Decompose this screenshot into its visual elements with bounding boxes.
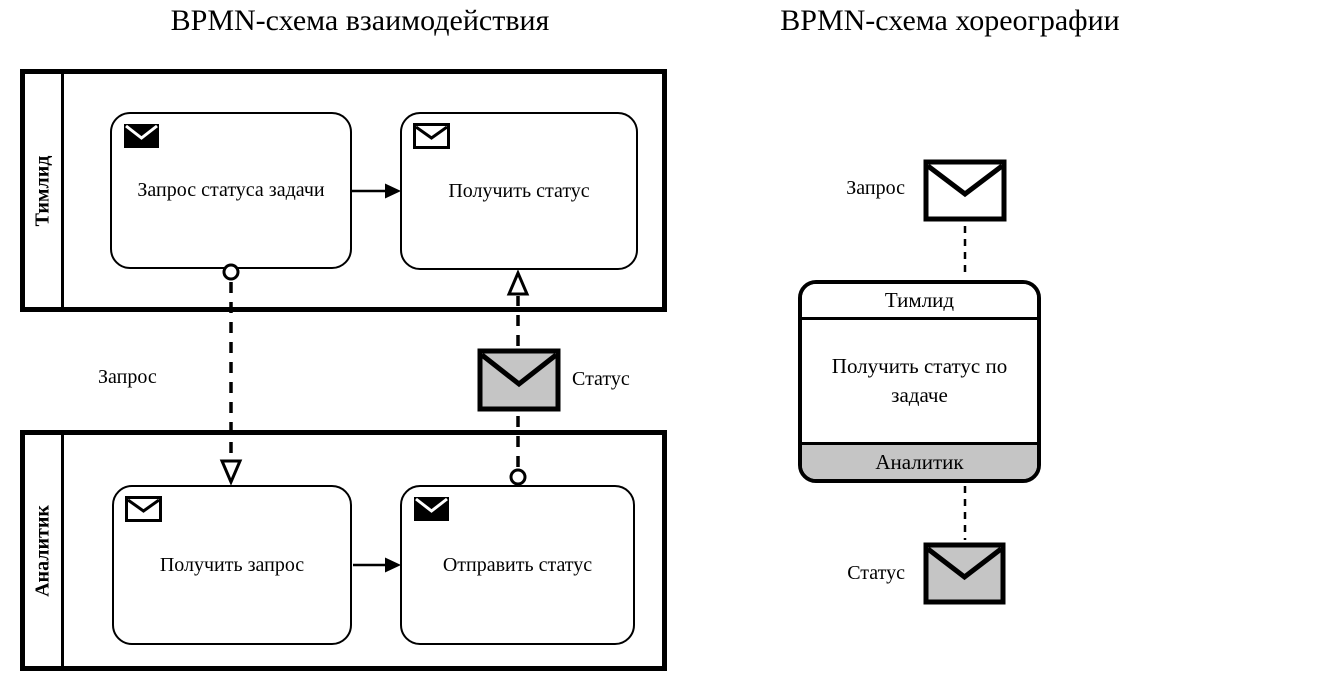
task-receive-status: Получить статус <box>400 112 638 270</box>
collaboration-diagram-title: BPMN-схема взаимодействия <box>170 4 550 37</box>
task-label: Отправить статус <box>442 553 593 576</box>
choreography-message-request-label: Запрос <box>846 177 905 199</box>
choreography-diagram-title: BPMN-схема хореографии <box>780 4 1120 37</box>
task-label: Получить запрос <box>159 553 305 576</box>
envelope-white-icon <box>923 159 1007 222</box>
pool-analyst-label: Аналитик <box>31 504 54 597</box>
pool-analyst-label-band: Аналитик <box>25 435 64 666</box>
envelope-gray-icon <box>923 542 1006 605</box>
envelope-outline-icon <box>413 123 450 149</box>
message-envelope-status-flow <box>477 348 561 412</box>
task-label: Запрос статуса задачи <box>137 179 325 201</box>
envelope-outline-icon <box>125 496 162 522</box>
envelope-filled-icon <box>124 124 159 148</box>
pool-teamlead-label: Тимлид <box>31 155 54 226</box>
choreography-message-status-envelope <box>923 542 1006 605</box>
pool-teamlead-label-band: Тимлид <box>25 74 64 307</box>
choreography-task: Тимлид Получить статус по задаче Аналити… <box>798 280 1041 483</box>
task-receive-request: Получить запрос <box>112 485 352 645</box>
choreography-initiator-label: Тимлид <box>884 288 955 312</box>
message-flow-request-label: Запрос <box>98 366 157 388</box>
choreography-message-status-label: Статус <box>847 562 905 584</box>
choreography-responder-label: Аналитик <box>875 449 964 474</box>
envelope-filled-icon <box>414 497 449 521</box>
envelope-gray-icon <box>477 348 561 412</box>
choreography-initiator-band: Тимлид <box>802 284 1037 320</box>
choreography-responder-band: Аналитик <box>802 442 1037 479</box>
message-flow-status-label: Статус <box>572 368 630 390</box>
choreography-task-name: Получить статус по задаче <box>831 353 1008 407</box>
task-label: Получить статус <box>448 179 590 202</box>
task-request-task-status: Запрос статуса задачи <box>110 112 352 269</box>
task-send-status: Отправить статус <box>400 485 635 645</box>
choreography-message-request-envelope <box>923 159 1007 222</box>
